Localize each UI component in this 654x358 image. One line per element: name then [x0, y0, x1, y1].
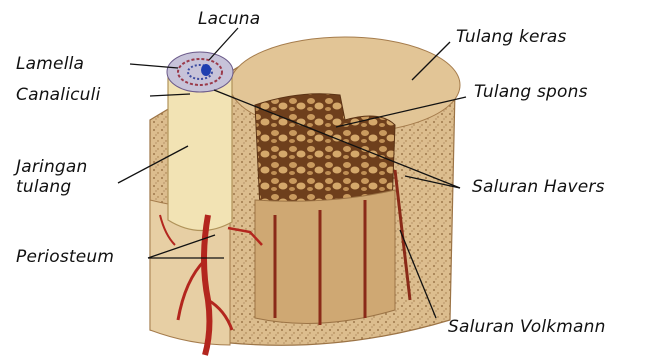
- label-periosteum: Periosteum: [16, 248, 114, 267]
- label-canaliculi: Canaliculi: [16, 86, 101, 105]
- label-jaringan: Jaringan: [16, 158, 88, 177]
- leader-lacuna: [209, 28, 238, 60]
- label-saluran-volkmann: Saluran Volkmann: [448, 318, 606, 337]
- label-tulang-spons: Tulang spons: [474, 83, 588, 102]
- label-lacuna: Lacuna: [198, 10, 260, 29]
- label-tulang-keras: Tulang keras: [456, 28, 567, 47]
- label-saluran-havers: Saluran Havers: [472, 178, 605, 197]
- label-lamella: Lamella: [16, 55, 84, 74]
- havers-canal: [201, 64, 211, 76]
- label-tulang: tulang: [16, 178, 71, 197]
